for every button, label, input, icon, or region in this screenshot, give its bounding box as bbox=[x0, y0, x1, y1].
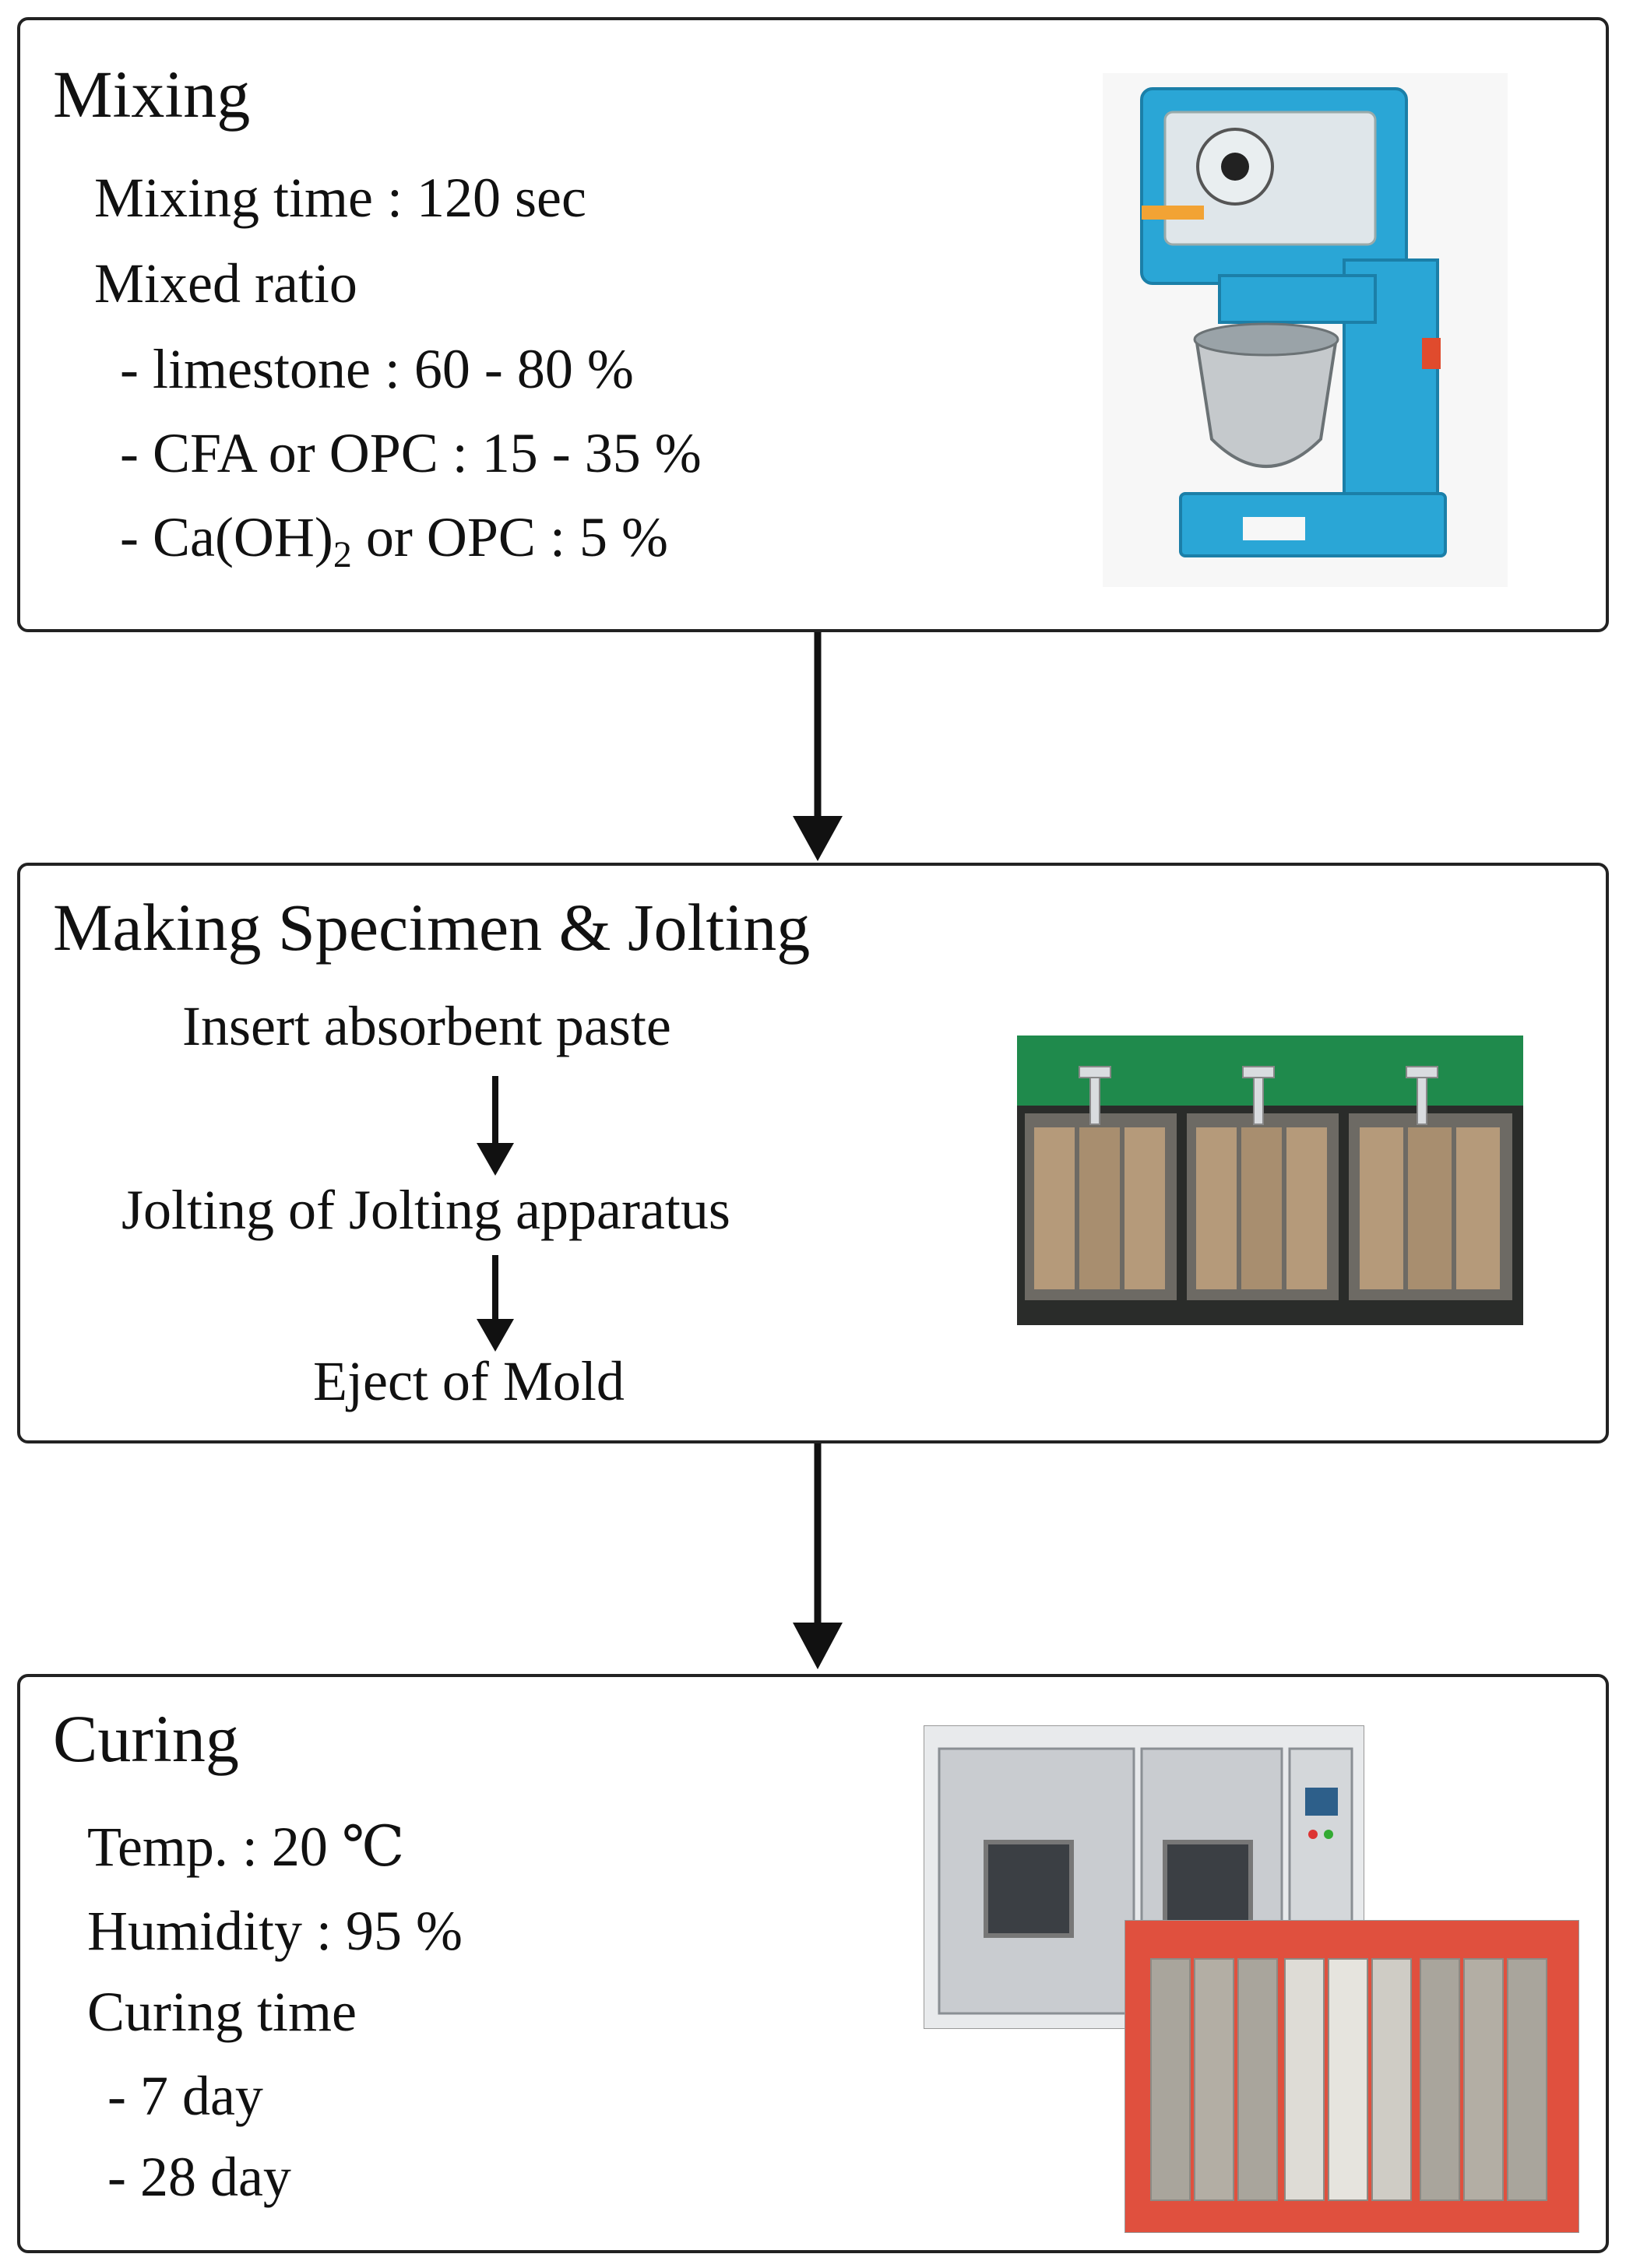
ratio-cfa: - CFA or OPC : 15 - 35 % bbox=[120, 422, 702, 484]
arrow-making-to-curing bbox=[793, 1443, 843, 1669]
arrow-mixing-to-making bbox=[793, 632, 843, 861]
curing-temp: Temp. : 20 ℃ bbox=[87, 1816, 405, 1878]
making-title: Making Specimen & Jolting bbox=[53, 890, 811, 965]
curing-humidity: Humidity : 95 % bbox=[87, 1900, 463, 1962]
making-box: Making Specimen & Jolting Insert absorbe… bbox=[17, 863, 1609, 1443]
cured-specimens-photo bbox=[1124, 1920, 1579, 2233]
making-step-eject: Eject of Mold bbox=[313, 1350, 625, 1412]
arrow-step2-to-step3 bbox=[477, 1255, 514, 1352]
ratio-caoh-prefix: - Ca(OH) bbox=[120, 506, 333, 568]
mixer-photo bbox=[1103, 73, 1508, 587]
mold-photo bbox=[1017, 1036, 1523, 1325]
mixing-time: Mixing time : 120 sec bbox=[94, 167, 586, 229]
ratio-caoh-suffix: or OPC : 5 % bbox=[351, 506, 668, 568]
mixing-box: Mixing Mixing time : 120 sec Mixed ratio… bbox=[17, 17, 1609, 632]
curing-time-heading: Curing time bbox=[87, 1981, 357, 2043]
making-step-insert: Insert absorbent paste bbox=[182, 995, 671, 1057]
curing-title: Curing bbox=[53, 1701, 239, 1776]
curing-box: Curing Temp. : 20 ℃ Humidity : 95 % Curi… bbox=[17, 1674, 1609, 2253]
curing-time-28day: - 28 day bbox=[107, 2146, 291, 2208]
arrow-step1-to-step2 bbox=[477, 1076, 514, 1176]
making-step-jolting: Jolting of Jolting apparatus bbox=[121, 1179, 730, 1241]
ratio-limestone: - limestone : 60 - 80 % bbox=[120, 338, 634, 400]
mixed-ratio-heading: Mixed ratio bbox=[94, 252, 357, 315]
ratio-caoh: - Ca(OH)2 or OPC : 5 % bbox=[120, 509, 668, 574]
mixing-title: Mixing bbox=[53, 57, 251, 132]
ratio-caoh-subscript: 2 bbox=[333, 534, 352, 575]
curing-time-7day: - 7 day bbox=[107, 2065, 263, 2127]
